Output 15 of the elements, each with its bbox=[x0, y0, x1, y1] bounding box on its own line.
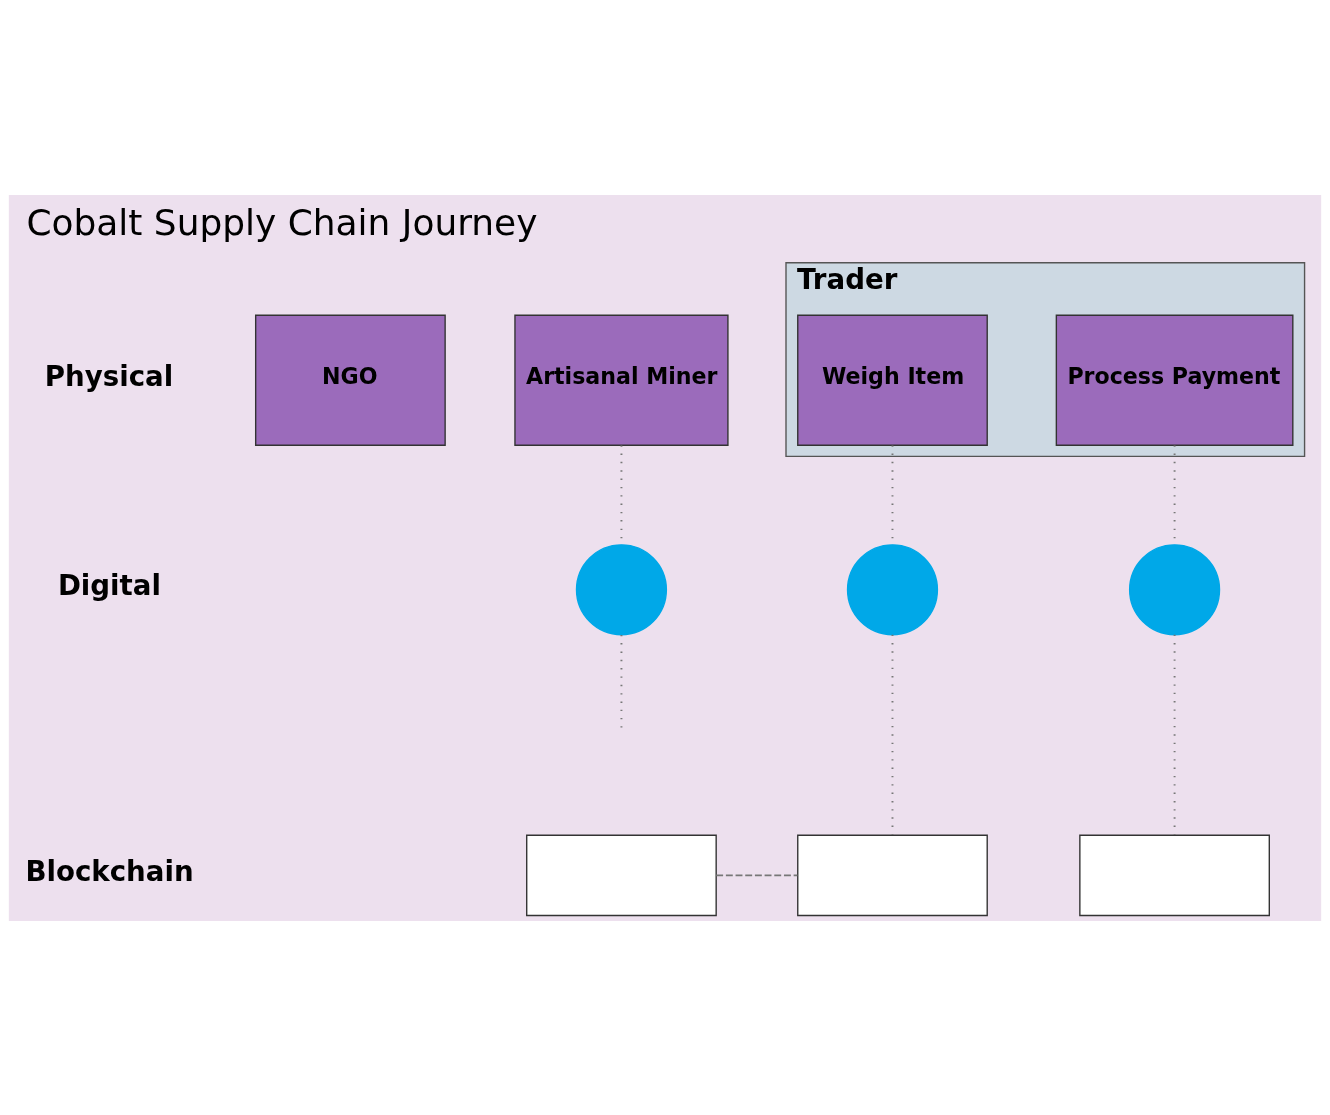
connector bbox=[715, 873, 799, 876]
node-box: NGO bbox=[255, 314, 446, 446]
node-circle bbox=[575, 543, 668, 635]
node-box: Weigh Item bbox=[797, 314, 988, 446]
label: Blockchain bbox=[25, 854, 194, 888]
node-box bbox=[797, 834, 988, 916]
label: Digital bbox=[57, 568, 161, 602]
node-box bbox=[526, 834, 717, 916]
label: Physical bbox=[44, 359, 174, 393]
node-box: Artisanal Miner bbox=[514, 314, 729, 446]
diagram-title: Cobalt Supply Chain Journey bbox=[26, 201, 538, 243]
node-circle bbox=[1128, 543, 1221, 635]
node-box: Process Payment bbox=[1055, 314, 1294, 446]
node-box bbox=[1079, 834, 1270, 916]
node-circle bbox=[846, 543, 939, 635]
